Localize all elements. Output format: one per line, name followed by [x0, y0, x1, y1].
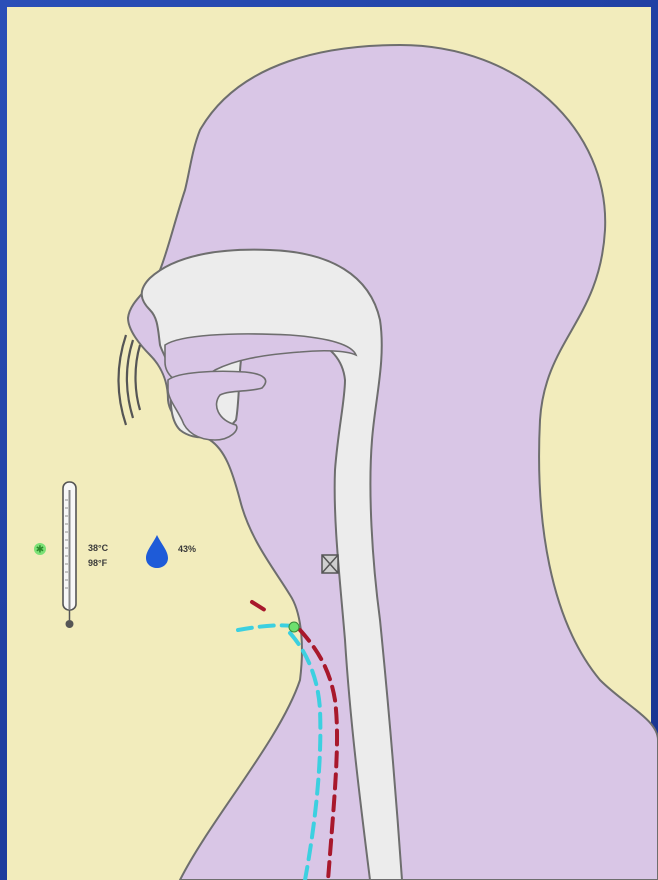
- filter-marker: [322, 555, 338, 573]
- tube-junction-marker: [289, 622, 299, 632]
- humidity-label: 43%: [178, 544, 196, 554]
- green-star-icon: ✱: [34, 543, 46, 556]
- thermometer-icon: [63, 482, 76, 628]
- temperature-fahrenheit-label: 98°F: [88, 558, 108, 568]
- temperature-celsius-label: 38°C: [88, 543, 109, 553]
- svg-text:✱: ✱: [36, 545, 44, 556]
